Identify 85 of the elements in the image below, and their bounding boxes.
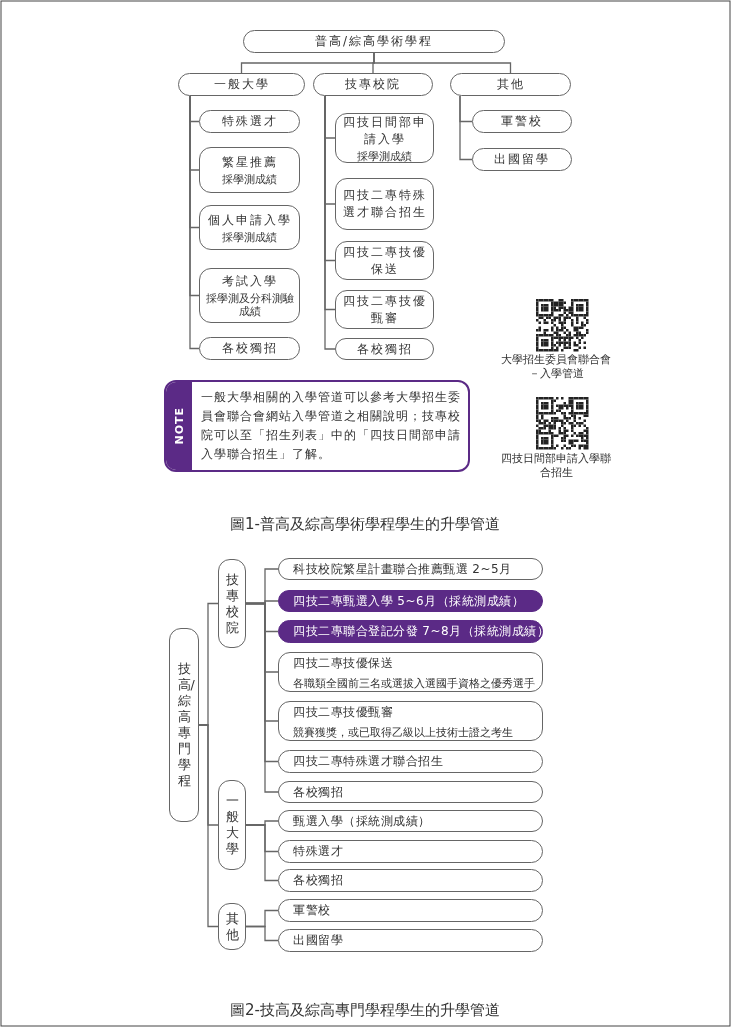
pathway-name: 四技二專甄選入學 5~6月（採統測成績） [293,592,525,610]
pathway-name: 一般大學 [212,76,271,93]
pathway-box [335,178,434,230]
figure-caption: 圖2-技高及綜高專門學程學生的升學管道 [229,1001,501,1019]
pathway-name: 出國留學 [493,151,551,168]
pathway-box [278,899,543,922]
pathway-name: 考試入學 [220,273,279,290]
category-box [218,903,246,950]
pathway-name: 科技校院繁星計畫聯合推薦甄選 2~5月 [293,560,512,578]
pathway-name: 其他 [495,76,526,93]
note-tab: NOTE [166,382,192,470]
category-box [218,559,246,648]
pathway-name: 四技二專技優甄審 [341,292,428,327]
pathway-name: 普高/綜高學術學程 [313,33,434,50]
pathway-box [199,110,300,133]
pathway-name: 繁星推薦 [220,154,279,171]
connector-line [373,52,512,74]
pathway-name: 四技二專特殊選才聯合招生 [293,753,443,770]
qr-caption: 大學招生委員會聯合會－入學管道 [500,353,612,380]
pathway-box [278,810,543,832]
pathway-box [278,840,543,863]
note-text: 一般大學相關的入學管道可以參考大學招生委員會聯合會網站入學管道之相關說明；技專校院可以至「招生列表」中的「四技日間部申請入學聯合招生」了解。 [200,389,462,463]
pathway-box [278,750,543,773]
note-box [164,380,470,472]
pathway-box [199,147,300,193]
pathway-name: 個人申請入學 [206,211,293,229]
pathway-box [278,558,543,580]
pathway-name: 各校獨招 [220,340,279,357]
pathway-note: 採學測成績 [356,149,413,163]
connector-line [245,602,279,793]
pathway-box [199,337,300,360]
pathway-box [278,869,543,892]
category-box [313,73,433,96]
pathway-box [278,590,543,612]
pathway-box [278,701,543,741]
category-box [169,628,199,822]
pathway-box [335,338,434,360]
pathway-note: 競賽獲獎，或已取得乙級以上技術士證之考生 [293,725,513,739]
category-box [218,780,246,870]
category-box [243,30,505,53]
pathway-name: 其他 [224,910,240,943]
connector-line [459,95,473,161]
pathway-name: 甄選入學（採統測成績） [293,812,431,830]
category-box [178,73,305,96]
pathway-name: 各校獨招 [293,783,343,801]
connector-line [245,925,279,942]
pathway-name: 四技二專聯合登記分發 7~8月（採統測成績） [293,623,550,640]
pathway-name: 各校獨招 [355,340,414,358]
pathway-box [278,620,543,643]
connector-line [324,95,336,350]
pathway-note: 採學測成績 [221,230,278,244]
figure-caption: 圖1-普高及綜高學術學程學生的升學管道 [229,515,501,533]
pathway-name: 軍警校 [500,113,544,130]
pathway-note: 各職類全國前三名或選拔入選國手資格之優秀選手 [293,676,535,690]
pathway-name: 技專校院 [224,571,240,636]
pathway-name: 四技二專特殊選才聯合招生 [341,187,428,221]
pathway-box [335,290,434,329]
qr-caption: 四技日間部申請入學聯合招生 [500,452,612,479]
pathway-name: 四技日間部申請入學 [341,113,428,148]
connector-line [245,824,279,882]
pathway-name: 各校獨招 [293,872,343,889]
pathway-note: 採學測及分科測驗成績 [204,292,295,318]
pathway-name: 技專校院 [344,76,402,93]
pathway-name: 特殊選才 [293,843,343,860]
pathway-box [278,652,543,692]
pathway-name: 特殊選才 [220,113,279,130]
pathway-box [199,268,300,323]
pathway-name: 技高/綜高專門學程 [176,661,195,789]
pathway-box [199,205,300,250]
connector-line [189,95,200,350]
pathway-name: 四技二專技優保送 [293,654,393,672]
pathway-note: 採學測成績 [221,173,278,186]
pathway-name: 四技二專技優保送 [341,243,428,278]
pathway-box [335,241,434,280]
pathway-box [278,929,543,952]
pathway-box [472,110,572,133]
pathway-box [278,781,543,803]
pathway-name: 出國留學 [293,932,343,949]
pathway-box [472,148,572,171]
pathway-name: 一般大學 [224,793,240,857]
category-box [450,73,571,96]
pathway-name: 四技二專技優甄審 [293,703,393,721]
pathway-name: 軍警校 [293,902,331,919]
pathway-box [335,113,434,163]
connector-line [198,724,219,928]
